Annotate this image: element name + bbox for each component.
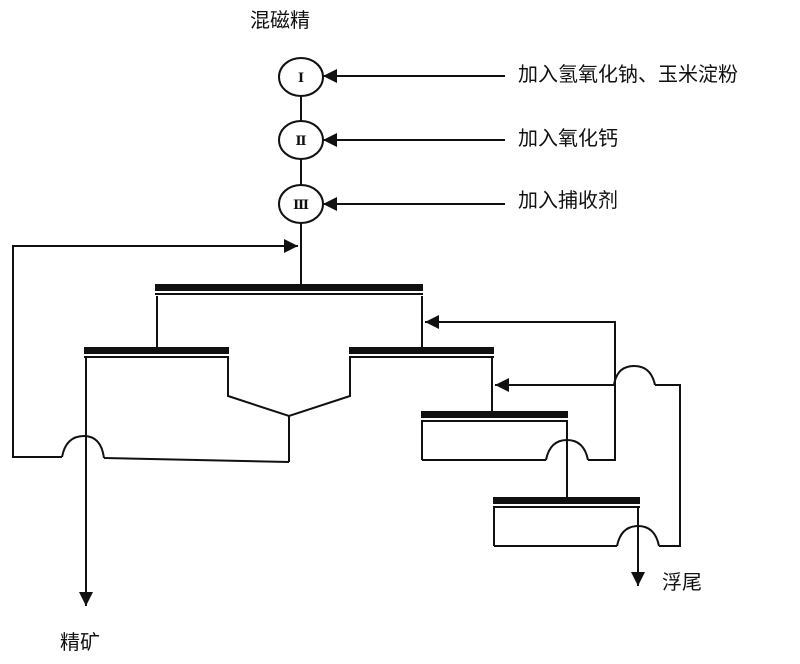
feed-label: 混磁精 (250, 8, 310, 32)
reagent-label-2: 加入氧化钙 (518, 126, 618, 150)
scavenger1-bar (421, 411, 568, 418)
concentrate-label: 精矿 (60, 630, 100, 654)
stage-circle (278, 57, 324, 97)
stage-1: Ⅰ (278, 57, 324, 97)
scavenger2-return (655, 384, 681, 547)
tailings-label: 浮尾 (662, 570, 702, 594)
stage-circle (278, 184, 324, 224)
cleaner-cell-body (227, 358, 351, 418)
stage-circle (278, 120, 324, 160)
stage-2: Ⅱ (278, 120, 324, 160)
recycle-line-left (12, 239, 298, 458)
scavenger2-bar-thin (493, 506, 640, 508)
crossover-arc-left (61, 434, 105, 459)
crossover-arc-upper (613, 364, 656, 386)
scavenger1-bar-thin (421, 420, 568, 422)
cleaner-right-bar-thin (349, 356, 494, 358)
stage-label: Ⅱ (296, 134, 307, 149)
rougher-cell-bar (155, 284, 423, 291)
cleaner-left-bar (84, 347, 229, 354)
stage-label: Ⅲ (293, 198, 309, 213)
recycle-bottom-line (103, 457, 290, 463)
stage-label: Ⅰ (298, 71, 304, 86)
cleaner-left-bar-thin (84, 356, 229, 358)
reagent-label-3: 加入捕收剂 (518, 188, 618, 212)
scavenger1-return (425, 315, 616, 461)
rougher-cell-bar-thin (155, 293, 423, 295)
scavenger2-bar (493, 497, 640, 504)
reagent-label-1: 加入氢氧化钠、玉米淀粉 (518, 62, 738, 86)
cleaner-right-bar (349, 347, 494, 354)
stage-3: Ⅲ (278, 184, 324, 224)
